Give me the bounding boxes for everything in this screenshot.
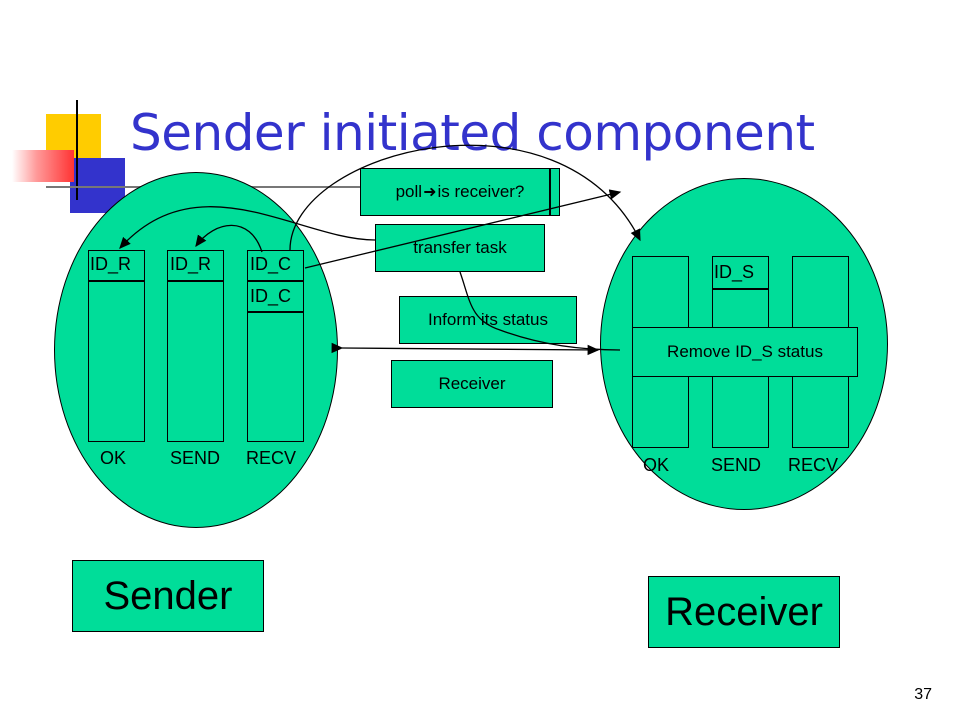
sender-bottom-label-recv: RECV bbox=[246, 448, 297, 468]
receiver-name-box: Receiver bbox=[648, 576, 840, 648]
poll-message-box: poll ➜ is receiver? bbox=[360, 168, 560, 216]
transfer-task-box: transfer task bbox=[375, 224, 545, 272]
sender-col-label-recv: ID_C bbox=[250, 254, 292, 274]
sender-bottom-label-send: SEND bbox=[170, 448, 221, 468]
receiver-bottom-label-recv: RECV bbox=[788, 455, 839, 475]
right-arrow-icon: ➜ bbox=[423, 184, 437, 201]
sender-name-box: Sender bbox=[72, 560, 264, 632]
poll-prefix: poll bbox=[395, 182, 423, 201]
transfer-to-receiver-curve bbox=[459, 271, 621, 351]
poll-forward-arrow bbox=[304, 189, 622, 269]
page-number: 37 bbox=[914, 686, 932, 703]
sender-col-label-send: ID_R bbox=[170, 254, 212, 274]
poll-suffix: is receiver? bbox=[437, 182, 525, 201]
sender-send-column bbox=[167, 250, 224, 442]
sender-recv-column bbox=[247, 250, 304, 442]
sender-recv-extra-label: ID_C bbox=[250, 286, 292, 306]
receiver-bottom-label-send: SEND bbox=[711, 455, 762, 475]
receiver-col-label-send: ID_S bbox=[714, 262, 755, 282]
sender-ok-column bbox=[88, 250, 145, 442]
remove-status-box: Remove ID_S status bbox=[632, 327, 858, 377]
receiver-bottom-label-ok: OK bbox=[643, 455, 670, 475]
to-ok-arrow bbox=[119, 206, 376, 249]
logo-decoration bbox=[12, 100, 386, 215]
sender-bottom-label-ok: OK bbox=[100, 448, 127, 468]
sender-col-label-ok: ID_R bbox=[90, 254, 132, 274]
recv-to-send-arrow bbox=[195, 224, 263, 253]
status-link-arrow bbox=[331, 342, 600, 356]
receiver-message-box: Receiver bbox=[391, 360, 553, 408]
poll-loop-arrow bbox=[289, 144, 641, 251]
page-title: Sender initiated component bbox=[130, 104, 815, 162]
inform-status-box: Inform its status bbox=[399, 296, 577, 344]
